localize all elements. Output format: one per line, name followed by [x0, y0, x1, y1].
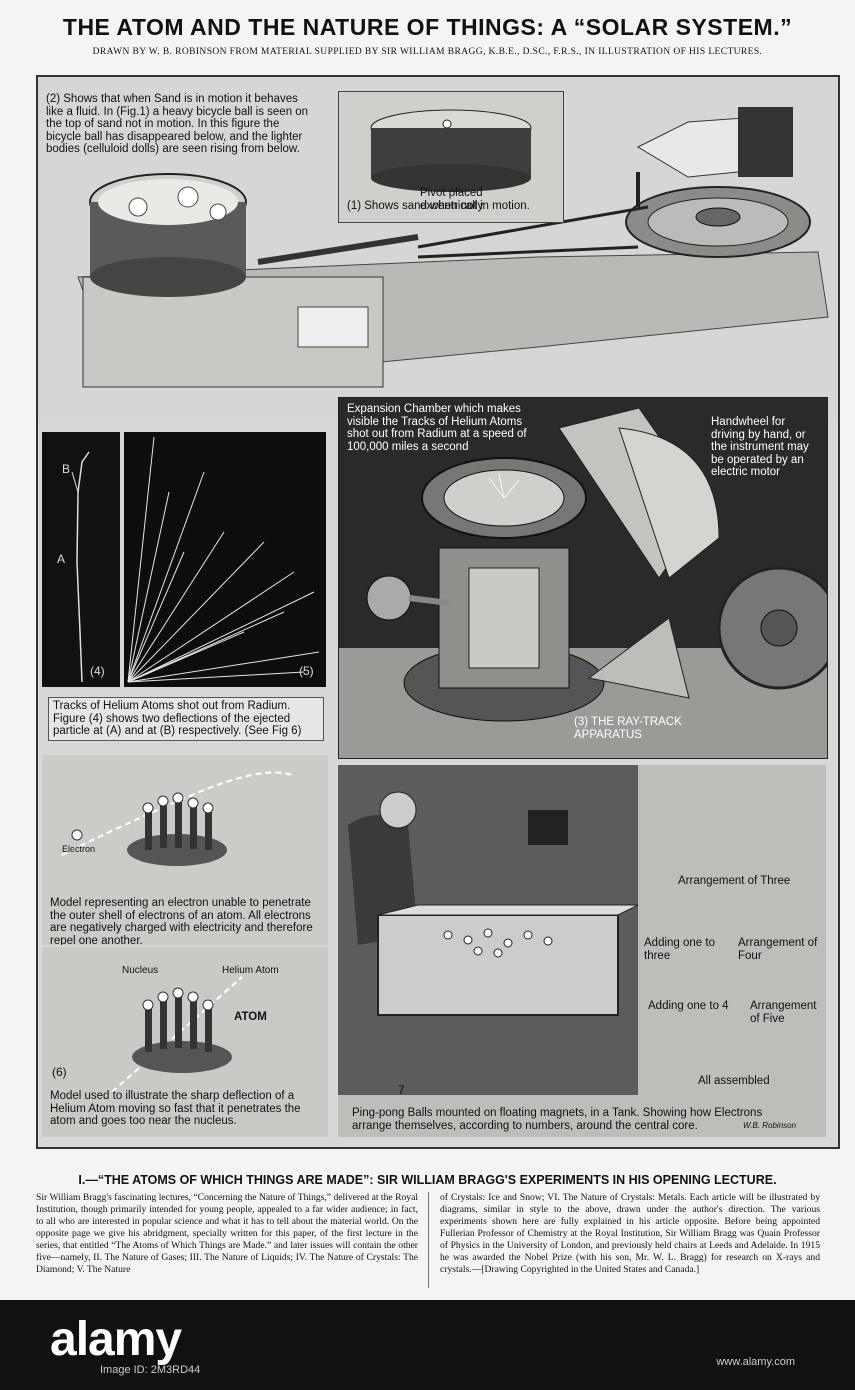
sand-still-inset: (1) Shows sand when not in motion. [338, 91, 564, 223]
handwheel-caption: Handwheel for driving by hand, or the in… [711, 416, 809, 478]
sand-apparatus-drawing [77, 107, 829, 388]
atom-label: ATOM [234, 1011, 267, 1023]
pingpong-drawing [338, 765, 639, 1095]
pivot-caption: Pivot placed excentrically [420, 187, 484, 212]
column-divider [428, 1192, 429, 1288]
electron-label: Electron [62, 844, 96, 854]
model-helium-caption: Model used to illustrate the sharp defle… [50, 1090, 301, 1127]
arr-four-caption: Arrangement of Four [738, 937, 818, 962]
all-assembled-caption: All assembled [698, 1075, 770, 1087]
label-a: A [57, 552, 66, 566]
arr-five-caption: Arrangement of Five [750, 1000, 817, 1025]
sand-motion-caption: (2) Shows that when Sand is in motion it… [46, 93, 309, 155]
pingpong-caption: Ping-pong Balls mounted on floating magn… [352, 1107, 763, 1132]
body-column-left: Sir William Bragg's fascinating lectures… [36, 1192, 418, 1275]
magazine-page: THE ATOM AND THE NATURE OF THINGS: A “SO… [36, 14, 840, 1288]
page-title: THE ATOM AND THE NATURE OF THINGS: A “SO… [62, 14, 793, 40]
model-electron-caption: Model representing an electron unable to… [50, 897, 313, 945]
fig-4-number: (4) [90, 664, 105, 678]
track-photo-5: (5) [124, 432, 326, 687]
ray-track-drawing [339, 407, 827, 758]
alamy-logo: alamy [50, 1313, 182, 1366]
fig-7-number: 7 [398, 1083, 405, 1097]
arr-three-caption: Arrangement of Three [678, 875, 791, 887]
ray-track-panel: Expansion Chamber which makes visible th… [338, 397, 828, 759]
image-id-label: Image ID: 2M3RD44 [100, 1364, 201, 1376]
alamy-watermark-bar: alamy Image ID: 2M3RD44 www.alamy.com [0, 1300, 855, 1390]
illustration-plate: (2) Shows that when Sand is in motion it… [36, 75, 840, 1149]
label-b: B [62, 462, 71, 476]
nucleus-label: Nucleus [122, 965, 159, 976]
track-photo-4: B A (4) [42, 432, 120, 687]
article-subheading: I.—“THE ATOMS OF WHICH THINGS ARE MADE”:… [78, 1173, 777, 1187]
adding-four-caption: Adding one to 4 [648, 1000, 729, 1012]
fig-6-number: (6) [52, 1065, 67, 1079]
adding-three-caption: Adding one to three [644, 937, 715, 962]
sand-still-caption: (1) Shows sand when not in motion. [347, 200, 530, 212]
helium-model-panel: Nucleus Helium Atom ATOM (6) Model used … [42, 947, 328, 1137]
pingpong-panel: Arrangement of Three Adding one to three… [338, 765, 826, 1137]
alamy-url: www.alamy.com [716, 1356, 795, 1368]
expansion-chamber-caption: Expansion Chamber which makes visible th… [347, 403, 527, 453]
tracks-caption: Tracks of Helium Atoms shot out from Rad… [48, 697, 324, 741]
artist-signature: W.B. Robinson [743, 1121, 797, 1130]
body-column-right: of Crystals: Ice and Snow; VI. The Natur… [440, 1192, 820, 1275]
byline: DRAWN BY W. B. ROBINSON FROM MATERIAL SU… [92, 47, 763, 57]
electron-model-panel: Electron Model representing an electron … [42, 755, 328, 945]
ray-track-caption: (3) THE RAY-TRACK APPARATUS [574, 716, 682, 741]
fig-5-number: (5) [299, 664, 314, 678]
sand-apparatus-panel: (2) Shows that when Sand is in motion it… [38, 77, 838, 422]
helium-atom-label: Helium Atom [222, 965, 279, 976]
